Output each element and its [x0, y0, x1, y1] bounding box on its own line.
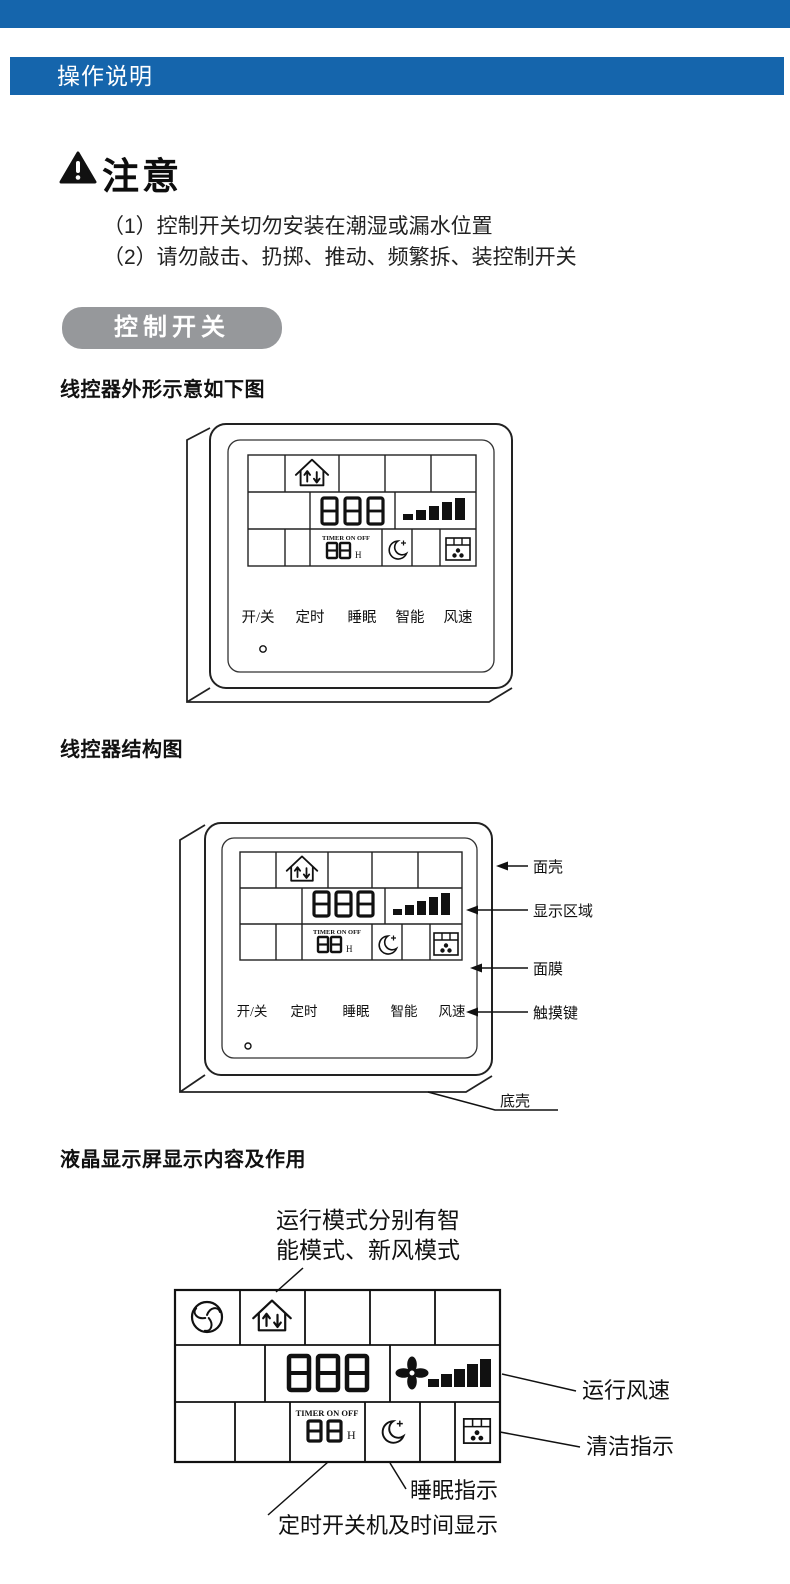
structure-callouts	[427, 861, 558, 1111]
home-icon	[285, 855, 319, 882]
timer-label: TIMER ON OFF	[322, 535, 370, 542]
lcd-grid-lines	[173, 1288, 502, 1464]
timer-label: TIMER ON OFF	[313, 929, 361, 936]
button-label-sleep: 睡眠	[343, 1004, 370, 1019]
lcd-content-diagram: 运行模式分别有智 能模式、新风模式	[173, 1208, 674, 1538]
sleep-moon-icon	[378, 935, 399, 955]
device-front-shell	[204, 822, 493, 1076]
mode-note-line1: 运行模式分别有智	[276, 1208, 460, 1233]
control-switch-badge: 控制开关	[62, 307, 282, 349]
timer-digits	[316, 935, 343, 954]
sleep-moon-icon	[381, 1420, 406, 1444]
notice-title: 注意	[102, 156, 182, 197]
section-title-appearance: 线控器外形示意如下图	[60, 379, 265, 401]
button-label-timer: 定时	[291, 1004, 318, 1019]
lcd-digits	[320, 496, 385, 526]
top-bar	[0, 0, 790, 28]
annotation-timer: 定时开关机及时间显示	[278, 1513, 498, 1538]
button-label-smart: 智能	[396, 609, 425, 626]
power-led-dot	[259, 645, 267, 653]
home-icon	[294, 458, 330, 487]
fan-speed-bars-icon	[393, 893, 450, 915]
touch-button-labels: 开/关 定时 睡眠 智能 风速	[241, 609, 472, 626]
annotation-clean: 清洁指示	[586, 1434, 674, 1459]
controller-structure-diagram: TIMER ON OFF H 开/关 定时 睡眠 智能 风速	[179, 822, 593, 1111]
sleep-moon-icon	[388, 540, 409, 560]
callout-face-film: 面膜	[533, 961, 563, 978]
hour-suffix: H	[346, 944, 353, 954]
timer-digits	[325, 541, 352, 560]
lcd-digits	[312, 890, 375, 918]
button-label-power: 开/关	[237, 1004, 268, 1019]
device-depth-outline	[179, 824, 493, 1093]
device-face-inset	[227, 439, 495, 673]
hour-suffix: H	[355, 550, 362, 560]
touch-button-labels: 开/关 定时 睡眠 智能 风速	[237, 1004, 466, 1019]
fan-speed-bars-icon	[428, 1359, 491, 1387]
timer-label: TIMER ON OFF	[296, 1408, 359, 1418]
callout-front-shell: 面壳	[533, 859, 563, 876]
lcd-annotation-pointers	[267, 1373, 581, 1516]
clean-icon	[433, 932, 459, 956]
device-face-inset	[221, 837, 478, 1059]
mode-note-line2: 能模式、新风模式	[276, 1238, 460, 1263]
button-label-power: 开/关	[241, 609, 274, 626]
warning-icon	[59, 151, 97, 184]
power-led-dot	[244, 1042, 252, 1050]
fresh-air-globe-icon	[190, 1300, 224, 1334]
hour-suffix: H	[347, 1428, 356, 1442]
lcd-grid-lines	[247, 454, 477, 567]
clean-icon	[445, 537, 471, 561]
annotation-sleep: 睡眠指示	[410, 1478, 498, 1503]
callout-bottom-shell: 底壳	[500, 1093, 530, 1110]
notice-item: （1）控制开关切勿安装在潮湿或漏水位置	[103, 215, 493, 238]
button-label-sleep: 睡眠	[348, 609, 377, 626]
button-label-fan: 风速	[439, 1004, 466, 1019]
timer-digits	[306, 1419, 343, 1443]
fan-speed-bars-icon	[403, 498, 465, 520]
page-title: 操作说明	[57, 63, 153, 89]
device-depth-outline	[186, 427, 513, 703]
button-label-fan: 风速	[444, 609, 473, 626]
callout-touch-keys: 触摸键	[533, 1005, 578, 1022]
button-label-timer: 定时	[296, 609, 325, 626]
home-icon	[252, 1299, 292, 1332]
mode-note-pointer	[275, 1267, 304, 1293]
fan-icon	[395, 1356, 429, 1390]
notice-item: （2）请勿敲击、扔掷、推动、频繁拆、装控制开关	[103, 246, 577, 269]
section-header-bar: 操作说明	[10, 57, 784, 95]
annotation-fan-speed: 运行风速	[582, 1378, 670, 1403]
lcd-digits	[286, 1353, 370, 1393]
section-title-structure: 线控器结构图	[60, 739, 183, 761]
notice-items: （1）控制开关切勿安装在潮湿或漏水位置 （2）请勿敲击、扔掷、推动、频繁拆、装控…	[103, 211, 577, 273]
button-label-smart: 智能	[391, 1004, 418, 1019]
controller-appearance-diagram: TIMER ON OFF H 开/关 定时 睡眠 智能 风速	[186, 423, 513, 703]
lcd-grid-lines	[239, 851, 463, 961]
section-title-lcd: 液晶显示屏显示内容及作用	[60, 1149, 306, 1171]
callout-display-area: 显示区域	[533, 903, 593, 920]
clean-icon	[462, 1418, 492, 1444]
